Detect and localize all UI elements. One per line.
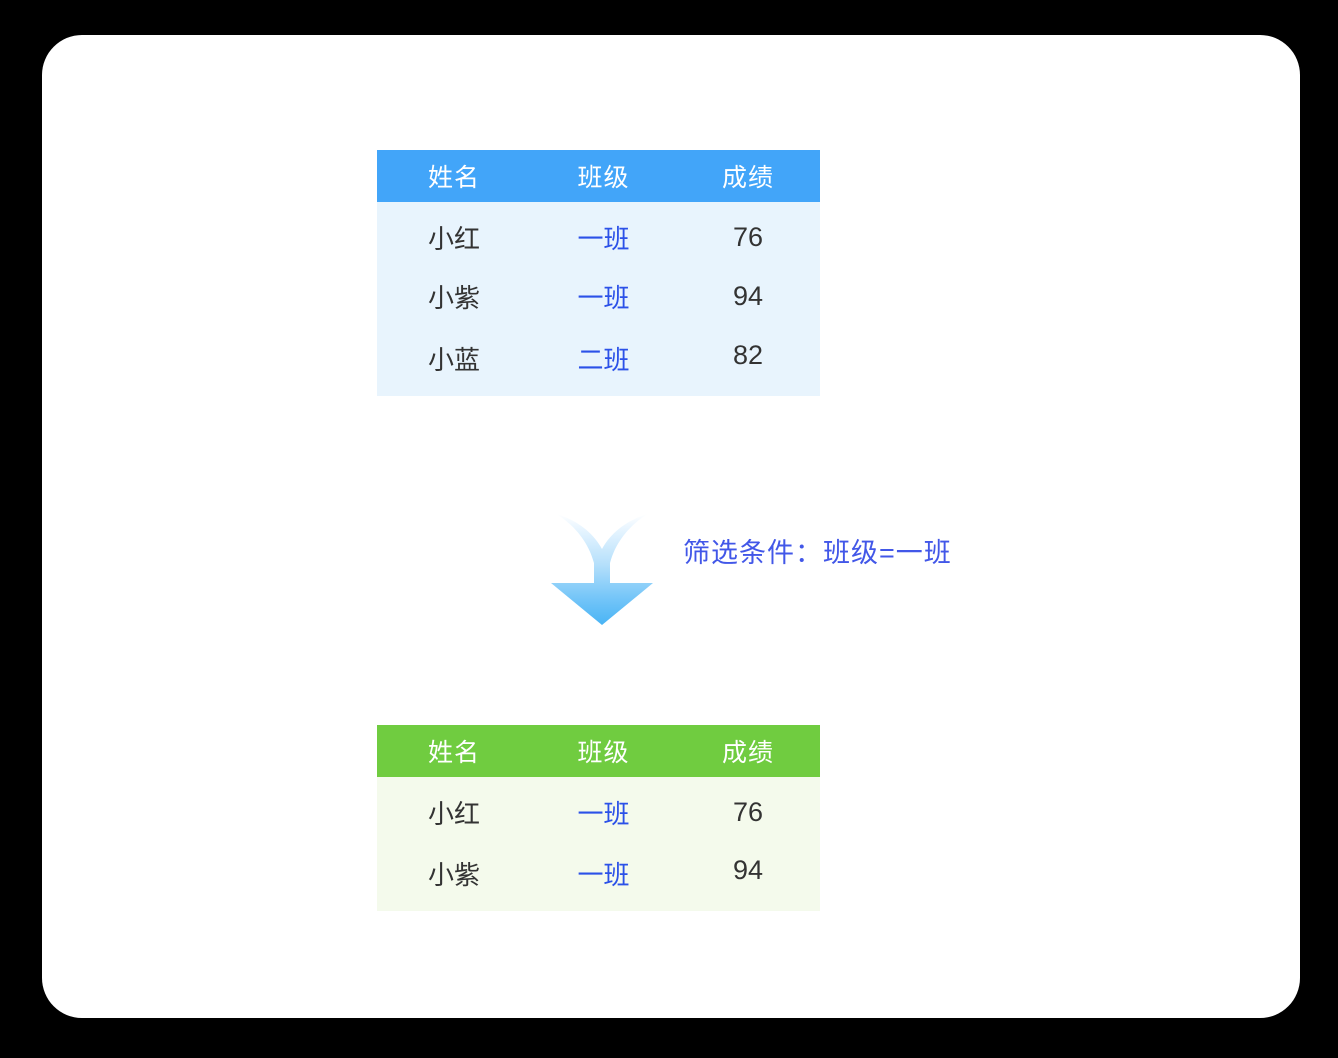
column-header-class: 班级	[531, 725, 676, 777]
cell-class: 一班	[577, 223, 630, 254]
source-data-table: 姓名 班级 成绩 小红 一班 76 小紫 一班 94 小蓝 二班	[377, 150, 820, 396]
table-row: 小蓝 二班 82	[377, 326, 820, 396]
source-table-body: 小红 一班 76 小紫 一班 94 小蓝 二班 82	[377, 202, 820, 396]
column-header-class: 班级	[531, 150, 676, 202]
table-row: 小红 一班 76	[377, 777, 820, 841]
table-row: 小红 一班 76	[377, 202, 820, 266]
table-row: 小紫 一班 94	[377, 266, 820, 326]
cell-score: 94	[732, 855, 764, 885]
table-row: 小紫 一班 94	[377, 841, 820, 911]
cell-name: 小红	[427, 223, 480, 254]
cell-name: 小红	[427, 798, 480, 829]
cell-score: 76	[732, 221, 764, 252]
content-card: 姓名 班级 成绩 小红 一班 76 小紫 一班 94 小蓝 二班	[42, 35, 1300, 1018]
cell-class: 二班	[577, 345, 630, 375]
filter-condition-label: 筛选条件：班级=一班	[683, 538, 952, 568]
source-table-header: 姓名 班级 成绩	[377, 150, 820, 202]
cell-class: 一班	[577, 860, 630, 890]
cell-score: 82	[732, 340, 764, 370]
result-table-header: 姓名 班级 成绩	[377, 725, 820, 777]
cell-score: 76	[732, 796, 764, 827]
table-header-row: 姓名 班级 成绩	[377, 150, 820, 202]
cell-class: 一班	[577, 798, 630, 829]
column-header-score: 成绩	[676, 150, 820, 202]
arrow-down-icon	[547, 505, 657, 630]
cell-score: 94	[732, 280, 764, 311]
column-header-name: 姓名	[377, 150, 531, 202]
table-header-row: 姓名 班级 成绩	[377, 725, 820, 777]
filtered-result-table: 姓名 班级 成绩 小红 一班 76 小紫 一班 94	[377, 725, 820, 911]
cell-name: 小紫	[427, 860, 480, 890]
column-header-score: 成绩	[676, 725, 820, 777]
column-header-name: 姓名	[377, 725, 531, 777]
result-table-body: 小红 一班 76 小紫 一班 94	[377, 777, 820, 911]
cell-name: 小紫	[427, 282, 480, 313]
cell-class: 一班	[577, 282, 630, 313]
cell-name: 小蓝	[427, 345, 480, 375]
